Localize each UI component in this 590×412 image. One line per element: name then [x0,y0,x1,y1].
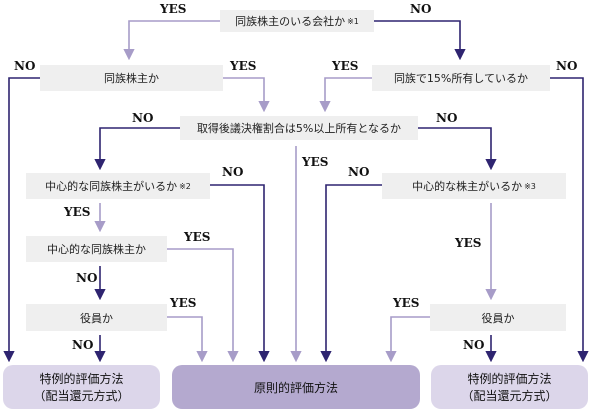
arrow-q1-no [374,20,466,61]
label-q4-yes: YES [302,155,329,169]
arrow-q8-yes [167,316,208,363]
question-family-15-percent: 同族で15%所有しているか [372,65,550,91]
label-q6-yes: YES [455,236,482,250]
arrow-q2-yes [223,77,270,113]
label-q9-no: NO [463,338,485,352]
question-central-shareholder-exists: 中心的な株主がいるか※3 [382,173,566,199]
question-family-shareholder-company: 同族株主のいる会社か※1 [220,10,374,32]
question-family-shareholder: 同族株主か [40,65,223,91]
arrow-q5-no [210,184,270,363]
label-q1-yes: YES [160,2,187,16]
label-q4-no-right: NO [436,111,458,125]
label-q2-no: NO [14,59,36,73]
result-special-valuation-right: 特例的評価方法 （配当還元方式） [431,365,588,409]
question-is-officer-left: 役員か [26,304,167,331]
arrow-q4-no [94,127,180,171]
label-q4-no-left: NO [132,111,154,125]
arrow-q6-no [320,184,382,363]
question-voting-rights-5-percent: 取得後議決権割合は5%以上所有となるか [180,116,418,140]
result-special-valuation-left: 特例的評価方法 （配当還元方式） [3,365,160,409]
arrow-q2-no [3,77,40,363]
label-q8-no: NO [72,338,94,352]
label-q7-yes: YES [184,230,211,244]
question-is-central-family-shareholder: 中心的な同族株主か [26,236,167,262]
note-marker: ※1 [347,16,359,26]
label-q7-no: NO [76,271,98,285]
arrow-q4-no-right [418,127,497,171]
label-q8-yes: YES [170,296,197,310]
label-q3-no: NO [556,59,578,73]
label-q3-yes: YES [332,59,359,73]
label-q1-no: NO [410,2,432,16]
label-q5-yes: YES [64,205,91,219]
label-q6-no: NO [348,165,370,179]
note-marker: ※2 [179,181,191,191]
arrow-q9-yes [385,316,430,363]
arrow-q3-yes [319,77,372,113]
arrow-q7-yes [167,248,239,363]
label-q9-yes: YES [393,296,420,310]
arrow-q3-no [550,77,589,363]
question-central-family-shareholder-exists: 中心的な同族株主がいるか※2 [26,173,210,199]
result-principal-valuation: 原則的評価方法 [172,365,420,409]
label-q2-yes: YES [230,59,257,73]
label-q5-no: NO [222,165,244,179]
question-is-officer-right: 役員か [430,304,566,331]
note-marker: ※3 [524,181,536,191]
arrow-q1-yes [123,20,220,61]
